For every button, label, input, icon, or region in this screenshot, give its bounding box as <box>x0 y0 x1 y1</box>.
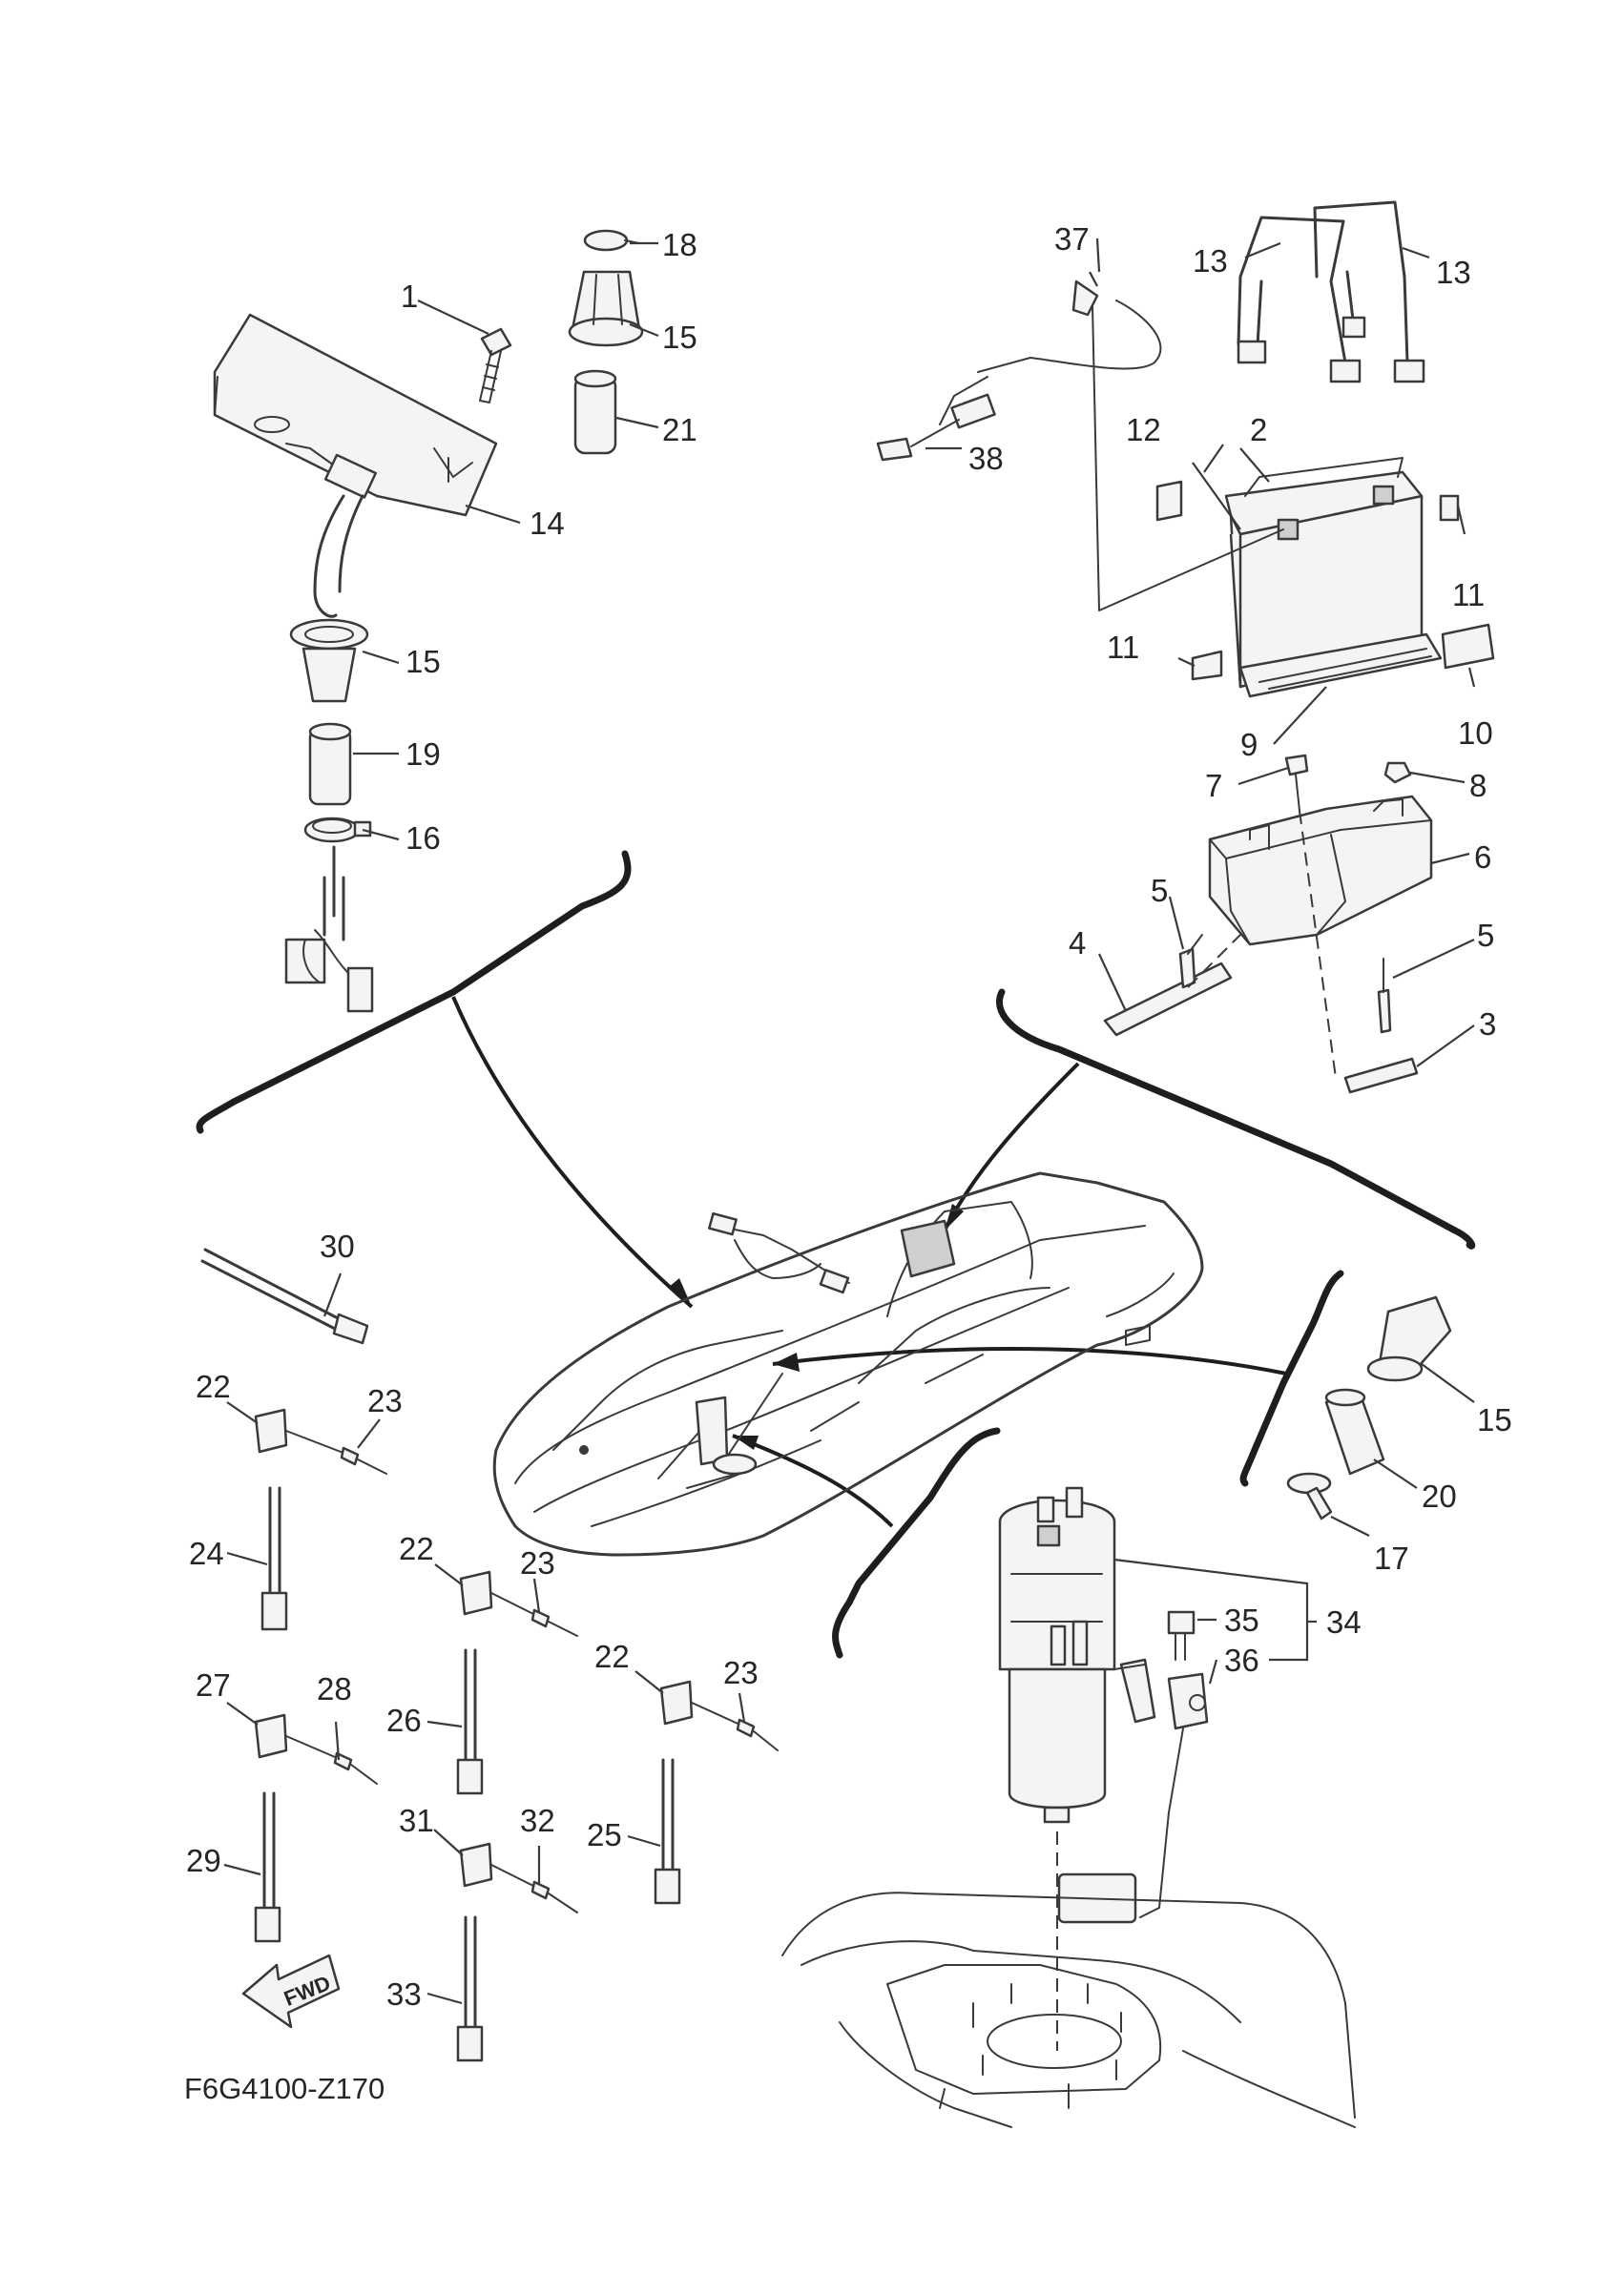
callout-3: 3 <box>1479 1006 1496 1042</box>
callout-32: 32 <box>520 1803 555 1838</box>
diagram-code: F6G4100-Z170 <box>184 2072 385 2105</box>
bracket-upper-right <box>996 988 1476 1250</box>
callout-13-left: 13 <box>1193 243 1228 279</box>
pad-part-11-left <box>1191 650 1223 681</box>
bracket-lower <box>832 1427 1001 1659</box>
callout-21: 21 <box>662 412 697 447</box>
callout-15-left: 15 <box>406 644 441 679</box>
forward-arrow: FWD <box>241 1954 341 2029</box>
clamp-part-17 <box>1286 1472 1333 1520</box>
grommet-part-15-left <box>289 590 369 703</box>
callout-23-b: 23 <box>520 1545 555 1581</box>
pad-part-12 <box>1155 480 1183 522</box>
callout-23-c: 23 <box>723 1655 759 1690</box>
spacer-part-20 <box>1324 1388 1385 1476</box>
battery-group <box>876 200 1495 698</box>
callout-22-c: 22 <box>594 1639 630 1674</box>
callout-8: 8 <box>1469 768 1487 803</box>
callout-22-b: 22 <box>399 1531 434 1566</box>
callout-9: 9 <box>1240 727 1258 762</box>
callout-29: 29 <box>186 1843 221 1878</box>
clip-set-27-28-29 <box>254 1713 378 1943</box>
pad-part-11-right <box>1439 494 1460 522</box>
clip-set-31-32-33 <box>456 1842 578 2062</box>
callout-6: 6 <box>1474 839 1491 875</box>
callout-20: 20 <box>1422 1479 1457 1514</box>
callout-11-right: 11 <box>1452 577 1485 612</box>
callout-12: 12 <box>1126 412 1161 447</box>
pin-part-5-right <box>1377 988 1392 1034</box>
watercraft-body <box>492 1171 1204 1557</box>
leaders-battery-case <box>1098 766 1475 1067</box>
clip-set-22-23-26 <box>456 1570 578 1795</box>
callout-11-left: 11 <box>1107 630 1139 665</box>
leaders-upper-right <box>1177 241 1476 745</box>
cable-tie-part-30 <box>200 1248 369 1345</box>
clamp-part-16 <box>303 817 372 843</box>
fuel-pump-group <box>781 1486 1356 2128</box>
pin-part-5-left <box>1178 947 1196 989</box>
callout-4: 4 <box>1069 925 1086 961</box>
leaders-upper-left <box>353 241 659 841</box>
bracket-right <box>1239 1270 1344 1487</box>
callout-13-right: 13 <box>1436 255 1471 290</box>
grommet-part-15-top <box>568 229 644 347</box>
grommet-part-15-right <box>1366 1295 1452 1382</box>
battery-strap-part-13 <box>1237 200 1425 383</box>
bracket-part-4 <box>1103 962 1233 1037</box>
callout-18: 18 <box>662 227 697 262</box>
connector-part-35 <box>1167 1610 1196 1661</box>
spacer-part-19 <box>308 722 352 806</box>
sender-unit-part-36 <box>1167 1672 1209 1730</box>
callout-33: 33 <box>386 1976 422 2012</box>
callout-23-a: 23 <box>367 1383 403 1418</box>
callout-15-top: 15 <box>662 320 697 355</box>
callout-38: 38 <box>968 441 1004 476</box>
fuel-pump-part-34 <box>998 1486 1116 1824</box>
callout-labels: 1 2 3 4 5 5 6 7 8 9 10 11 11 12 13 13 14… <box>186 221 1512 2012</box>
callout-26: 26 <box>386 1703 422 1738</box>
battery-part-2 <box>1224 457 1424 689</box>
callout-25: 25 <box>587 1817 622 1852</box>
callout-5-right: 5 <box>1477 918 1494 953</box>
callout-7: 7 <box>1205 768 1222 803</box>
bracket-part-3 <box>1343 1057 1419 1094</box>
callout-16: 16 <box>406 820 441 856</box>
clip-set-22-23-24 <box>254 1408 387 1631</box>
callout-19: 19 <box>406 736 441 772</box>
callout-14: 14 <box>530 506 565 541</box>
callout-37: 37 <box>1054 221 1090 257</box>
callout-22-a: 22 <box>196 1369 231 1404</box>
spacer-part-21 <box>573 369 617 455</box>
bolt-part-7 <box>1284 754 1309 776</box>
callout-17: 17 <box>1374 1541 1409 1576</box>
callout-31: 31 <box>399 1803 434 1838</box>
battery-case-part-6 <box>1208 795 1433 946</box>
battery-case-group <box>1103 754 1433 1094</box>
screw-part-1 <box>479 327 512 403</box>
callout-2: 2 <box>1250 412 1267 447</box>
callout-34: 34 <box>1326 1604 1362 1640</box>
callout-10: 10 <box>1458 715 1493 751</box>
filler-cover-group <box>213 229 644 1013</box>
bracket-upper-left <box>196 850 632 1134</box>
right-filler-parts <box>1286 1295 1475 1537</box>
callout-15-right: 15 <box>1477 1402 1512 1438</box>
callout-36: 36 <box>1224 1643 1259 1678</box>
callout-27: 27 <box>196 1667 231 1703</box>
callout-28: 28 <box>317 1671 352 1706</box>
callout-30: 30 <box>320 1229 355 1264</box>
callout-5-left: 5 <box>1151 873 1168 908</box>
nut-part-8 <box>1383 761 1412 784</box>
callout-1: 1 <box>401 279 418 314</box>
clip-set-22-23-25 <box>654 1680 779 1905</box>
cable-ties-group <box>200 1248 779 2062</box>
pad-part-10 <box>1441 623 1495 670</box>
callout-35: 35 <box>1224 1603 1259 1638</box>
callout-brackets <box>196 850 1476 1659</box>
callout-24: 24 <box>189 1536 224 1571</box>
